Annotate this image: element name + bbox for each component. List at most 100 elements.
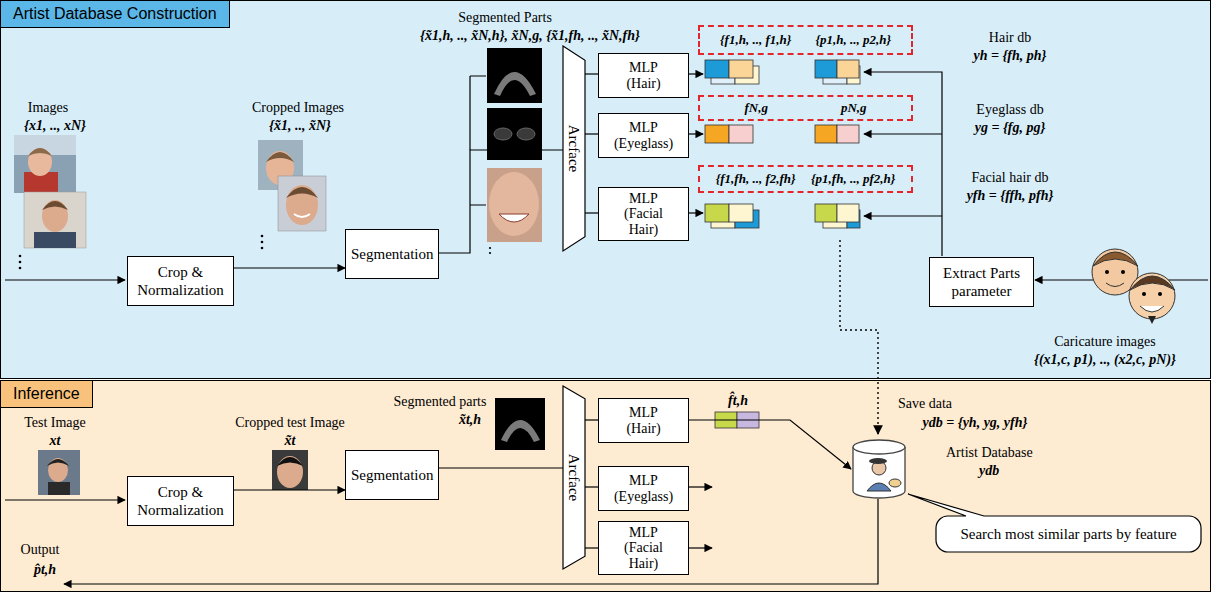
math-label: x̃t [285, 431, 296, 449]
database-cylinder [853, 440, 905, 454]
feature-vector [847, 210, 860, 228]
feature-vector [815, 204, 837, 222]
feature-vector [711, 210, 735, 228]
segment-branch [470, 76, 486, 205]
panel-tab: Inference [0, 380, 93, 408]
arcface-block: Arcface [563, 386, 585, 569]
caricature [1092, 249, 1175, 324]
ellipsis-dots [261, 235, 264, 238]
segment-branch [470, 76, 486, 205]
box-label: Segmentation [351, 466, 433, 484]
connector [439, 150, 563, 253]
segmented-part [487, 48, 542, 242]
output-arrow [64, 499, 878, 584]
caricature [1092, 249, 1138, 295]
mlp-box: MLP (Facial Hair) [598, 187, 689, 241]
dashed-group: {f1,fh, .., f2,fh}{p1,fh, .., pf2,h} [698, 165, 913, 193]
cropped-photo [258, 140, 303, 190]
test-photo [501, 420, 540, 442]
connector [585, 73, 598, 74]
math-label: {x1, .., xN} [24, 118, 86, 133]
speech-bubble: Search most similar parts by feature [936, 516, 1201, 552]
mlp-output-arrow [689, 547, 712, 548]
math-label: yh = {fh, ph} [974, 48, 1047, 63]
ellipsis-dots [489, 247, 491, 249]
feature-vector [737, 412, 759, 428]
connector [585, 547, 598, 548]
feature-vector [837, 60, 859, 78]
math-label: ydb [979, 463, 1035, 479]
text-label: Cropped Images [252, 98, 344, 116]
caricature [1142, 292, 1146, 296]
photo [42, 201, 68, 210]
test-photo [48, 458, 68, 482]
parameter-arrow [864, 215, 942, 216]
mlp-box: MLP (Eyeglass) [598, 113, 689, 158]
photo [34, 232, 76, 248]
feature-vector [815, 125, 837, 143]
segmented-part [487, 168, 542, 242]
text-label: Caricature images [1054, 332, 1155, 350]
text-label: Test Image [24, 415, 86, 430]
math-label: yh = {fh, ph} [974, 46, 1047, 64]
math-label: xt [50, 433, 61, 448]
text-label: Eyeglass db [976, 100, 1043, 118]
panel: InferenceCrop & NormalizationSegmentatio… [0, 380, 1211, 592]
cropped-photo [294, 214, 310, 217]
math-label: yfh = {ffh, pfh} [967, 186, 1054, 204]
math-label: {(x1,c, p1), .., (x2,c, pN)} [1034, 352, 1176, 367]
arcface-block: Arcface [563, 46, 585, 251]
text-label: Images [28, 100, 68, 115]
segmented-part [487, 48, 542, 103]
caricature [1158, 292, 1162, 296]
caricature [1129, 273, 1175, 319]
bubble-shape [908, 494, 1201, 552]
connector [585, 133, 598, 134]
box-label: MLP (Eyeglass) [614, 120, 673, 151]
text-label: Images [28, 98, 68, 116]
database-cylinder [869, 458, 887, 464]
box-label: Extract Parts parameter [935, 264, 1028, 300]
text-label: Test Image [24, 413, 86, 431]
math-label: {x1, .., xN} [24, 116, 86, 134]
bubble-text: Search most similar parts by feature [960, 526, 1176, 543]
ellipsis-dots [19, 235, 491, 270]
connector [689, 420, 851, 469]
box-label: MLP (Hair) [626, 60, 660, 91]
text-label: Hair db [989, 30, 1031, 45]
panel-title: Artist Database Construction [13, 5, 217, 22]
connector [585, 419, 598, 420]
text-label: Segmented Parts [458, 8, 552, 26]
math-label: {(x1,c, p1), .., (x2,c, pN)} [1034, 350, 1176, 368]
caricature [1093, 252, 1138, 266]
arcface-shape [563, 386, 585, 569]
output-arrow [64, 499, 878, 584]
connector [439, 467, 563, 468]
text-label: Facial hair db [972, 168, 1049, 186]
mlp-box: MLP (Hair) [598, 53, 689, 98]
parameter-arrow [5, 279, 125, 280]
math-label: {f1,h, .., f1,h} [720, 32, 791, 48]
text-label: Caricature images [1054, 334, 1155, 349]
feature-vector [705, 125, 729, 143]
math-label: {x̃1,h, .., x̃N,h}, x̃N,g, {x̃1,fh, .., … [420, 28, 640, 43]
math-label: ydb = {yh, yg, yfh} [923, 413, 1028, 431]
mlp-box: MLP (Eyeglass) [598, 466, 689, 511]
mlp-box: MLP (Facial Hair) [598, 521, 689, 575]
parameter-arrow [1035, 279, 1208, 280]
cropped-photo [286, 185, 318, 225]
photo [28, 148, 52, 176]
math-label: x̃t,h [459, 410, 481, 428]
connector [234, 489, 345, 490]
connector [234, 267, 345, 268]
feature-vector [705, 204, 729, 222]
arcface-label: Arcface [566, 454, 583, 501]
parameter-arrow [5, 499, 125, 500]
box-label: MLP (Facial Hair) [624, 525, 663, 571]
photo [28, 148, 52, 156]
mlp-output-arrow [689, 73, 703, 74]
process-box: Segmentation [345, 450, 439, 500]
cropped-photo [266, 151, 294, 185]
test-photo [277, 456, 303, 488]
